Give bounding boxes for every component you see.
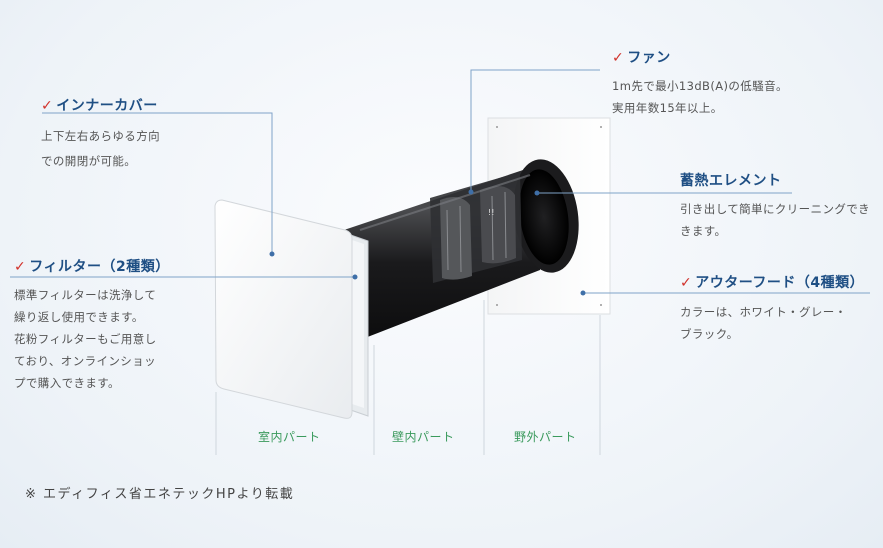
leader-dots	[269, 189, 586, 296]
callout-fan: ✓ファン 1m先で最小13dB(A)の低騒音。 実用年数15年以上。	[612, 47, 788, 119]
svg-text:!!: !!	[488, 208, 494, 217]
callout-outer-hood: ✓アウターフード（4種類） カラーは、ホワイト・グレー・ ブラック。	[680, 272, 864, 345]
filter-desc: 標準フィルターは洗浄して 繰り返し使用できます。 花粉フィルターもご用意し てお…	[14, 288, 157, 390]
callout-inner-cover: ✓インナーカバー 上下左右あらゆる方向 での開閉が可能。	[41, 95, 160, 174]
section-label-wall: 壁内パート	[392, 430, 455, 444]
fan-title: ✓ファン	[612, 50, 671, 66]
heat-element-desc: 引き出して簡単にクリーニングでき きます。	[680, 202, 871, 238]
check-icon: ✓	[41, 98, 54, 114]
source-footnote: ※ エディフィス省エネテックHPより転載	[25, 487, 295, 502]
leader-lines	[10, 69, 870, 294]
section-dividers	[215, 300, 601, 455]
filter-title: ✓フィルター（2種類）	[14, 259, 170, 275]
check-icon: ✓	[612, 50, 625, 66]
section-label-outdoor: 野外パート	[514, 430, 577, 444]
fan-desc: 1m先で最小13dB(A)の低騒音。 実用年数15年以上。	[612, 79, 788, 115]
inner-cover-title: ✓インナーカバー	[41, 98, 158, 114]
callout-filter: ✓フィルター（2種類） 標準フィルターは洗浄して 繰り返し使用できます。 花粉フ…	[14, 256, 170, 394]
inner-cover-panel	[214, 199, 353, 419]
check-icon: ✓	[680, 275, 693, 291]
check-icon: ✓	[14, 259, 27, 275]
callout-heat-element: 蓄熱エレメント 引き出して簡単にクリーニングでき きます。	[680, 170, 870, 242]
outer-hood-title: ✓アウターフード（4種類）	[680, 275, 865, 291]
outer-hood-desc: カラーは、ホワイト・グレー・ ブラック。	[680, 305, 847, 341]
section-label-indoor: 室内パート	[258, 430, 321, 444]
inner-cover-desc: 上下左右あらゆる方向 での開閉が可能。	[41, 129, 160, 168]
tube-body: !!	[338, 159, 579, 343]
heat-element-title: 蓄熱エレメント	[680, 173, 782, 189]
